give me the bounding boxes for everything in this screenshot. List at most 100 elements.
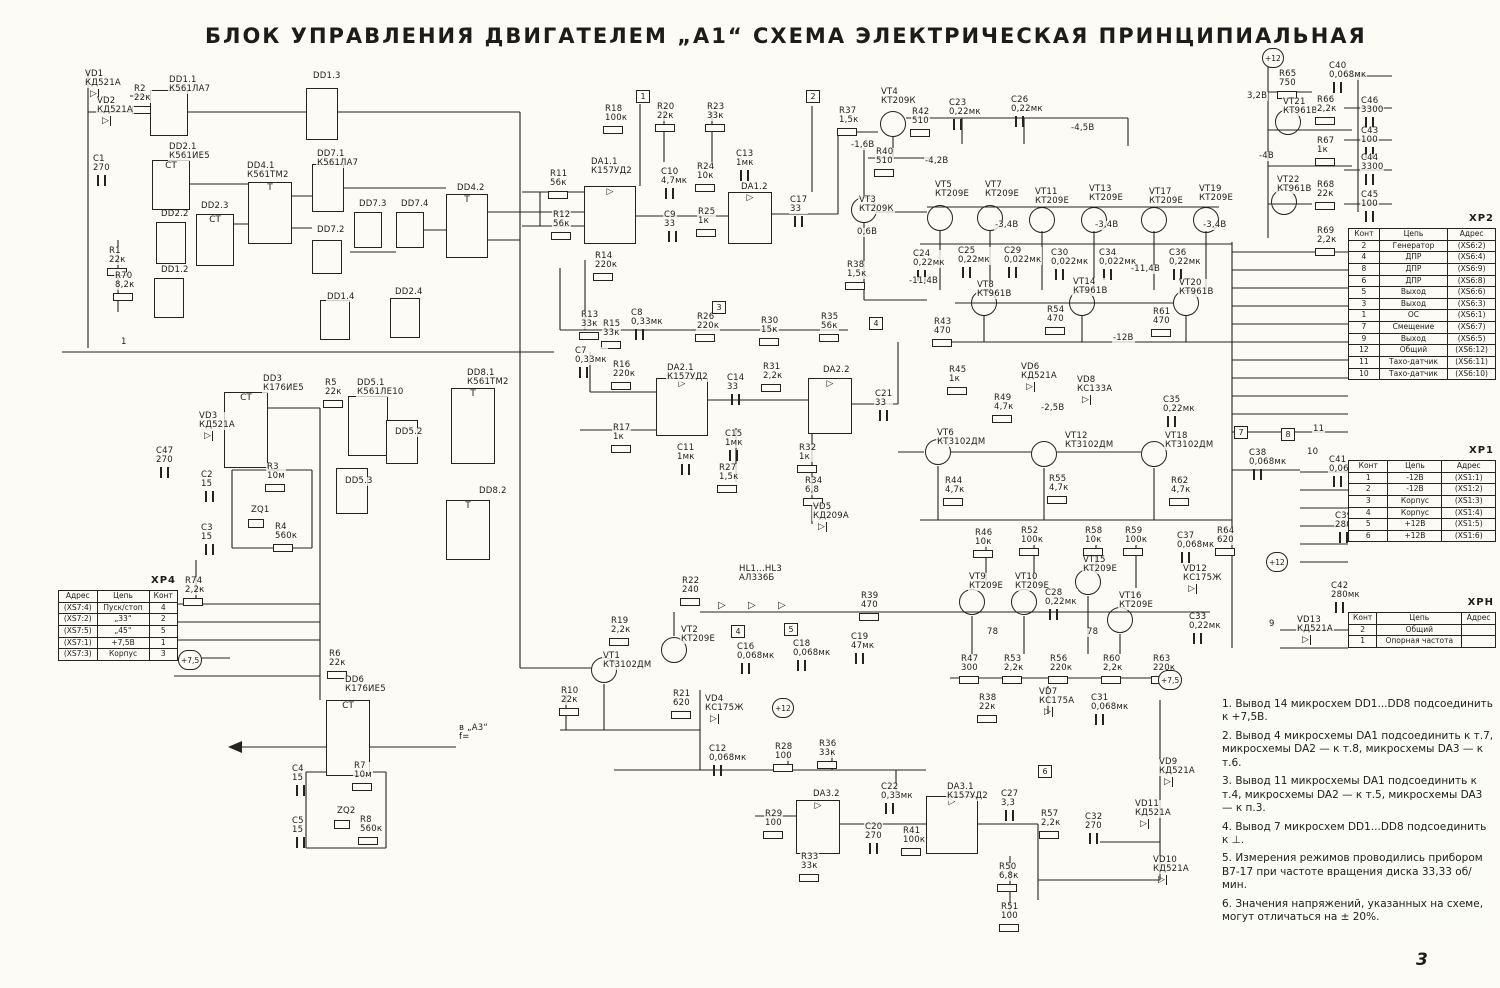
crystal-symbol [334,820,350,829]
table-cell: 6 [1348,274,1380,288]
diode-symbol: ▷ [1044,707,1053,717]
transistor-symbol [959,589,985,615]
table-cell: (XS7:3) [58,648,98,661]
component-label: ZQ2 [336,806,357,817]
ic-box: CT [152,160,190,210]
component-label: R55 4,7к [1048,474,1070,494]
component-label: R40 510 [875,147,895,167]
component-label: VD11 КД521А [1134,799,1172,819]
ic-box: ▷ [926,796,978,854]
component-label: VT6 КТ3102ДМ [936,428,987,448]
component-label: -3,4В [994,220,1020,231]
ic-box [312,164,344,212]
capacitor-symbol [1008,267,1017,278]
transistor-symbol [977,205,1003,231]
resistor-symbol [874,169,894,177]
component-label: DD5.3 [344,476,374,487]
component-label: VT15 КТ209Е [1082,555,1119,575]
ic-box [150,90,188,136]
capacitor-symbol [797,660,806,671]
diode-symbol: ▷ [1188,584,1197,594]
component-label: R31 2,2к [762,362,784,382]
component-label: VD9 КД521А [1158,757,1196,777]
component-label: R68 22к [1316,180,1336,200]
power-node: +7,5 [178,650,203,670]
component-label: C4 15 [291,764,305,784]
component-label: R54 470 [1046,305,1066,325]
component-label: R50 6,8к [998,862,1020,882]
component-label: -12В [1112,333,1135,344]
diode-symbol: ▷ [204,431,213,441]
resistor-symbol [837,128,857,136]
component-label: DD8.1 К561ТМ2 [466,368,510,388]
resistor-symbol [999,924,1019,932]
column-header: Конт [1348,228,1380,241]
diode-symbol: ▷ [90,89,99,99]
component-label: C21 33 [874,389,894,409]
ic-box: ▷ [808,378,852,434]
resistor-symbol [910,129,930,137]
component-label: R34 6,8 [804,476,824,496]
component-label: R15 33к [602,319,622,339]
component-label: DD6 К176ИЕ5 [344,675,387,695]
component-label: DA3.2 [812,789,841,800]
resistor-symbol [819,334,839,342]
component-label: R45 1к [948,365,968,385]
capacitor-symbol [296,785,305,796]
diode-symbol: ▷ [1082,395,1091,405]
resistor-symbol [579,332,599,340]
ic-box [386,420,418,464]
component-label: DD1.4 [326,292,356,303]
component-label: R18 100к [604,104,629,124]
table-cell: 5 [148,624,179,638]
table-cell: ДПР [1378,251,1449,264]
ic-box [348,396,388,456]
component-label: R21 620 [672,689,692,709]
resistor-symbol [845,282,865,290]
column-header: Цепь [1376,612,1463,625]
note-item: 1. Вывод 14 микросхем DD1...DD8 подсоеди… [1222,698,1493,724]
capacitor-symbol [869,843,878,854]
table-cell: Тахо-датчик [1378,355,1449,369]
capacitor-symbol [1005,810,1014,821]
table-cell: (XS6:11) [1447,355,1496,369]
component-label: R1 22к [108,246,127,266]
component-label: R8 560к [359,815,384,835]
component-label: R23 33к [706,102,726,122]
table-cell: ДПР [1378,262,1449,276]
resistor-symbol [327,671,347,679]
component-label: HL1...HL3 АЛ336Б [738,564,783,584]
table-cell: (XS7:2) [58,613,98,626]
component-label: DA1.2 [740,182,769,193]
capacitor-symbol [1055,269,1064,280]
component-label: R66 2,2к [1316,95,1338,115]
component-label: R20 22к [656,102,676,122]
table-cell: (XS6:12) [1447,344,1496,357]
resistor-symbol [947,387,967,395]
component-label: DD4.1 К561ТМ2 [246,161,290,181]
component-label: DA2.1 К157УД2 [666,363,709,383]
table-cell: -12В [1387,471,1443,485]
resistor-symbol [655,124,675,132]
component-label: 11 [1312,424,1326,435]
component-label: R61 470 [1152,307,1172,327]
column-header: Конт [1347,460,1389,473]
table-cell: Опорная частота [1376,635,1463,648]
capacitor-symbol [205,491,214,502]
component-label: R41 100к [902,826,927,846]
component-label: DD8.2 [478,486,508,497]
table-cell: +12В [1387,518,1443,531]
resistor-symbol [671,711,691,719]
component-label: R52 100к [1020,526,1045,546]
component-label: -4,5В [1070,123,1096,134]
table-cell: 5 [1347,518,1389,531]
component-label: R2 22к [133,84,152,104]
